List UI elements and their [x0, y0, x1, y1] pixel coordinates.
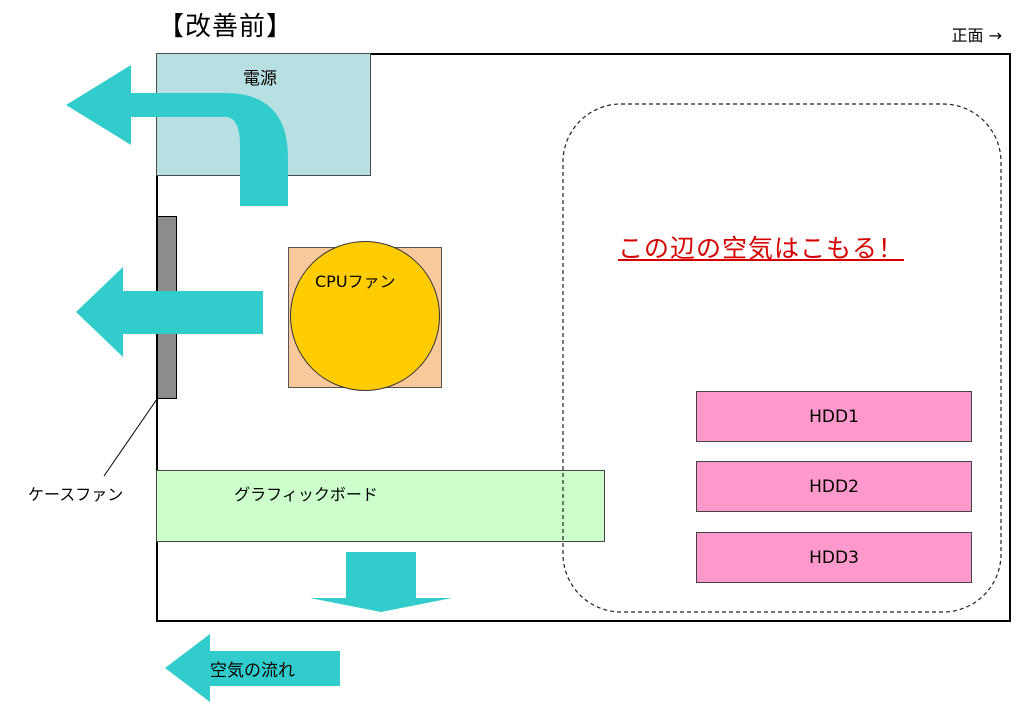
power-supply-label: 電源 — [243, 69, 277, 89]
front-direction-label: 正面 → — [951, 26, 1003, 45]
stuffy-air-region — [562, 103, 1002, 613]
psu-exhaust-arrow — [66, 65, 288, 206]
stuffy-air-warning: この辺の空気はこもる！ — [618, 234, 905, 263]
gpu-downflow-arrow — [310, 552, 452, 612]
case-fan-exhaust-arrow — [76, 267, 263, 357]
legend-airflow-arrow — [165, 634, 340, 702]
hdd-1-label: HDD1 — [809, 406, 859, 427]
graphics-board — [156, 470, 605, 542]
case-fan-leader-line — [103, 398, 158, 477]
graphics-board-label: グラフィックボード — [234, 485, 378, 504]
hdd-3: HDD3 — [696, 532, 972, 583]
legend-airflow-label: 空気の流れ — [210, 661, 295, 681]
cpu-fan-label: CPUファン — [315, 272, 396, 291]
case-fan-label: ケースファン — [28, 485, 124, 504]
diagram-title: 【改善前】 — [158, 12, 294, 42]
cpu-fan-circle — [290, 241, 440, 391]
hdd-1: HDD1 — [696, 391, 972, 442]
hdd-2-label: HDD2 — [809, 476, 859, 497]
hdd-3-label: HDD3 — [809, 547, 859, 568]
hdd-2: HDD2 — [696, 461, 972, 512]
